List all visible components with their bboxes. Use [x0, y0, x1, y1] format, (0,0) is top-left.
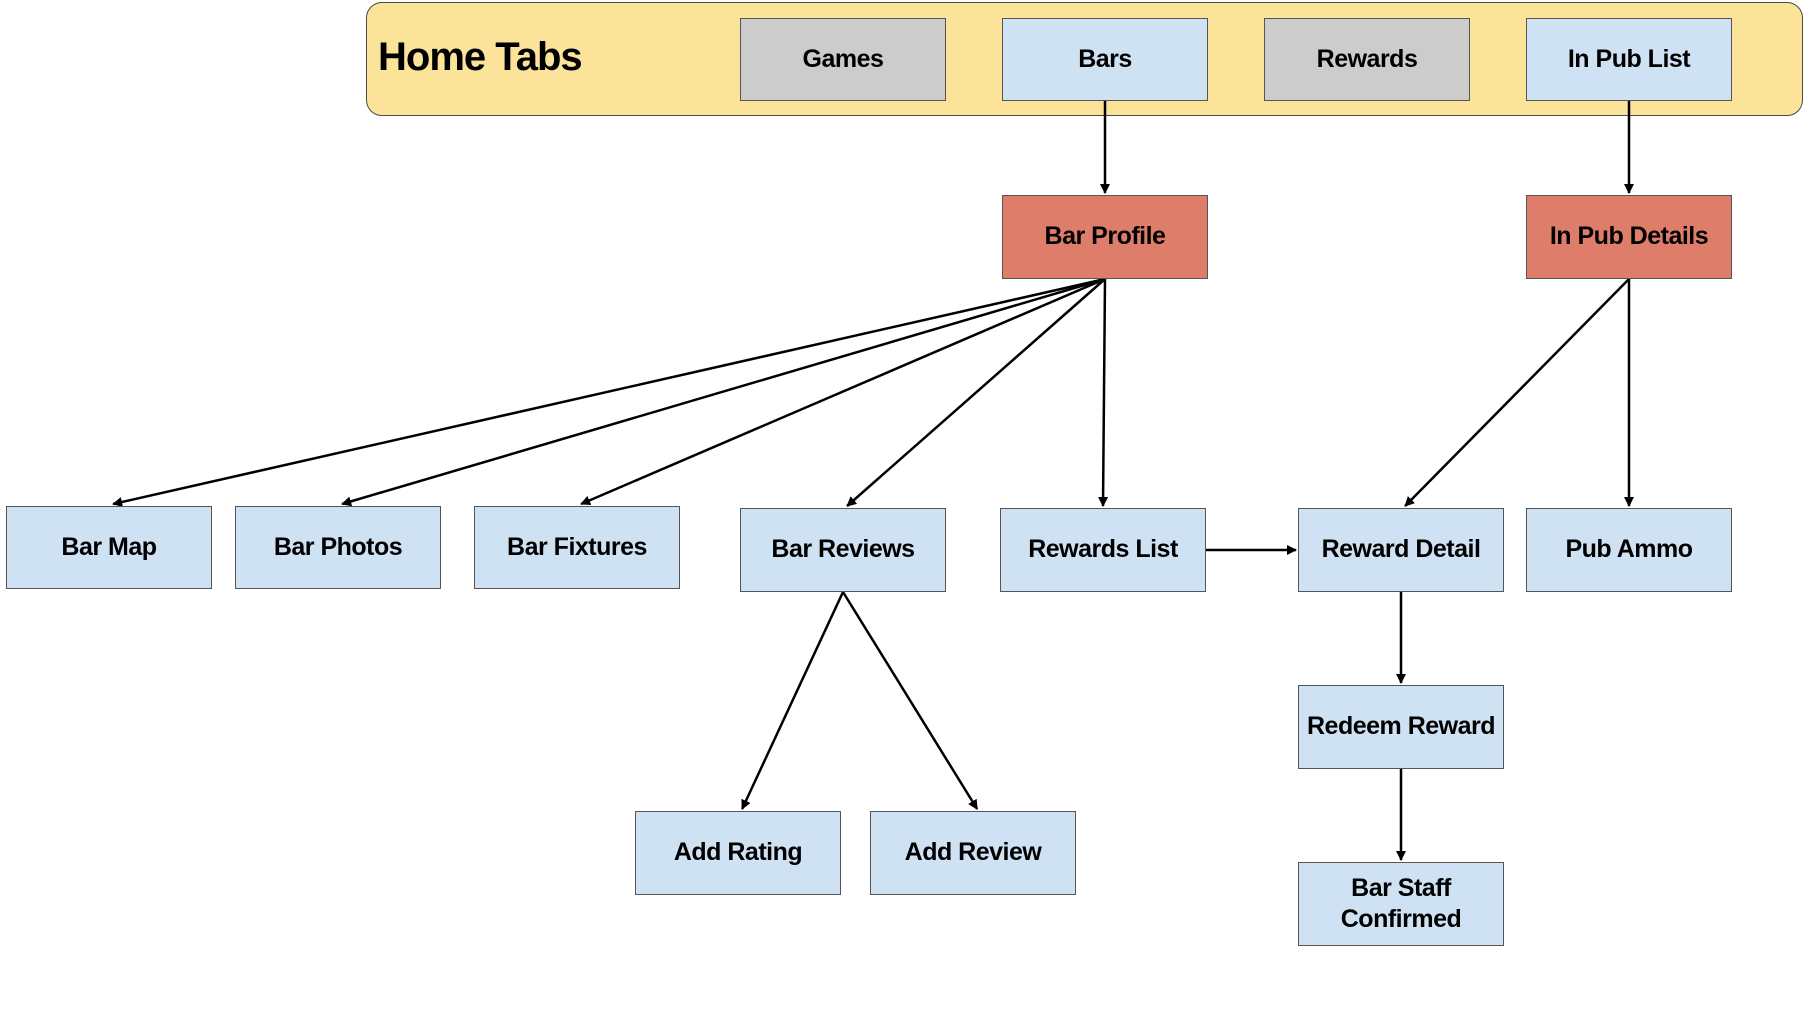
home-tabs-title: Home Tabs: [378, 34, 583, 79]
edge-bar-profile-to-bar-fixtures: [580, 277, 1106, 506]
bar-reviews-label: Bar Reviews: [771, 535, 915, 564]
edge-bar-profile-to-bar-reviews: [846, 278, 1106, 507]
edge-bar-profile-to-rewards-list: [1098, 278, 1109, 507]
edge-bar-profile-to-bar-map: [112, 277, 1106, 507]
redeem-reward-node[interactable]: Redeem Reward: [1298, 685, 1504, 769]
bar-fixtures-node[interactable]: Bar Fixtures: [474, 506, 680, 589]
tab-bars[interactable]: Bars: [1002, 18, 1208, 101]
bar-map-node[interactable]: Bar Map: [6, 506, 212, 589]
rewards-list-label: Rewards List: [1028, 535, 1178, 564]
bar-fixtures-label: Bar Fixtures: [507, 532, 647, 561]
edge-bar-profile-to-bar-photos: [341, 277, 1106, 507]
bar-map-label: Bar Map: [61, 532, 157, 561]
tab-bars-label: Bars: [1078, 44, 1132, 73]
tab-rewards[interactable]: Rewards: [1264, 18, 1470, 101]
bar-reviews-node[interactable]: Bar Reviews: [740, 508, 946, 592]
edge-bar-reviews-to-add-rating: [740, 591, 845, 810]
in-pub-details-label: In Pub Details: [1549, 222, 1709, 251]
reward-detail-label: Reward Detail: [1321, 535, 1481, 564]
add-rating-label: Add Rating: [673, 838, 803, 867]
tab-rewards-label: Rewards: [1316, 44, 1418, 73]
edge-bar-reviews-to-add-review: [841, 591, 979, 810]
in-pub-details-node[interactable]: In Pub Details: [1526, 195, 1732, 279]
redeem-reward-label: Redeem Reward: [1306, 712, 1496, 741]
pub-ammo-node[interactable]: Pub Ammo: [1526, 508, 1732, 592]
rewards-list-node[interactable]: Rewards List: [1000, 508, 1206, 592]
reward-detail-node[interactable]: Reward Detail: [1298, 508, 1504, 592]
pub-ammo-label: Pub Ammo: [1565, 535, 1693, 564]
edge-in-pub-details-to-reward-detail: [1404, 278, 1630, 507]
bar-photos-node[interactable]: Bar Photos: [235, 506, 441, 589]
tab-games-label: Games: [802, 44, 884, 73]
bar-photos-label: Bar Photos: [273, 532, 403, 561]
add-review-label: Add Review: [904, 838, 1042, 867]
bar-profile-label: Bar Profile: [1044, 222, 1166, 251]
add-review-node[interactable]: Add Review: [870, 811, 1076, 895]
bar-profile-node[interactable]: Bar Profile: [1002, 195, 1208, 279]
tab-games[interactable]: Games: [740, 18, 946, 101]
add-rating-node[interactable]: Add Rating: [635, 811, 841, 895]
bar-staff-confirmed-node[interactable]: Bar Staff Confirmed: [1298, 862, 1504, 946]
tab-in-pub-list[interactable]: In Pub List: [1526, 18, 1732, 101]
bar-staff-confirmed-label: Bar Staff Confirmed: [1340, 873, 1462, 933]
tab-in-pub-list-label: In Pub List: [1567, 44, 1691, 73]
